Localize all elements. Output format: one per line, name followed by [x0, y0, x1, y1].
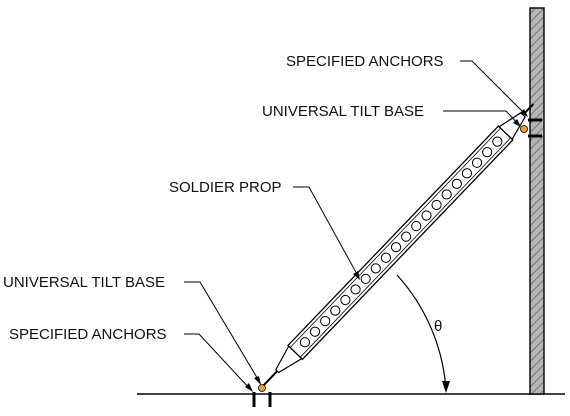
prop-hole [309, 326, 321, 337]
prop-holes [299, 136, 503, 348]
prop-top-taper [498, 112, 526, 141]
prop-hole [492, 136, 503, 147]
prop-hole [390, 242, 402, 253]
label-top-tilt-base: UNIVERSAL TILT BASE [262, 103, 424, 120]
prop-hole [320, 316, 331, 327]
label-soldier-prop: SOLDIER PROP [169, 179, 282, 196]
prop-hole [411, 221, 422, 232]
prop-hole [299, 337, 311, 348]
prop-hole [441, 189, 452, 200]
bottom-tilt-base [258, 384, 266, 392]
prop-hole [360, 273, 371, 284]
prop-hole [370, 263, 381, 274]
prop-hole [461, 168, 473, 179]
prop-hole [431, 199, 442, 211]
prop-hole [421, 210, 432, 221]
prop-hole [471, 157, 483, 168]
prop-body-inner-bottom [299, 137, 511, 358]
prop-hole [340, 294, 351, 306]
label-top-specified-anchors: SPECIFIED ANCHORS [286, 53, 444, 70]
angle-arrowhead [442, 381, 450, 393]
prop-body-inner-top [289, 127, 501, 348]
leader-top-specified-anchors [460, 60, 527, 116]
leader-bottom-specified-anchors-arrow [245, 383, 253, 392]
label-bottom-specified-anchors: SPECIFIED ANCHORS [9, 326, 167, 343]
leader-top-tilt-base [443, 110, 520, 126]
leader-soldier-prop [293, 186, 359, 277]
angle-arc [396, 274, 447, 391]
angle-symbol: θ [434, 318, 442, 335]
leader-top-tilt-base-arrow [513, 119, 521, 127]
leader-bottom-specified-anchors [184, 333, 251, 390]
prop-hole [482, 147, 493, 158]
leader-soldier-prop-arrow [353, 271, 360, 280]
soldier-prop [261, 103, 535, 388]
prop-bottom-stem [261, 370, 278, 388]
prop-hole [451, 178, 462, 189]
prop-hole [401, 231, 412, 242]
leader-top-specified-anchors-arrow [520, 109, 528, 117]
top-tilt-base [520, 125, 528, 133]
label-bottom-tilt-base: UNIVERSAL TILT BASE [3, 274, 165, 291]
prop-hole [380, 252, 392, 263]
wall [529, 7, 545, 395]
prop-hole [350, 284, 361, 295]
leader-bottom-tilt-base [184, 281, 260, 382]
leader-bottom-tilt-base-arrow [254, 376, 261, 385]
prop-hole [330, 305, 341, 316]
